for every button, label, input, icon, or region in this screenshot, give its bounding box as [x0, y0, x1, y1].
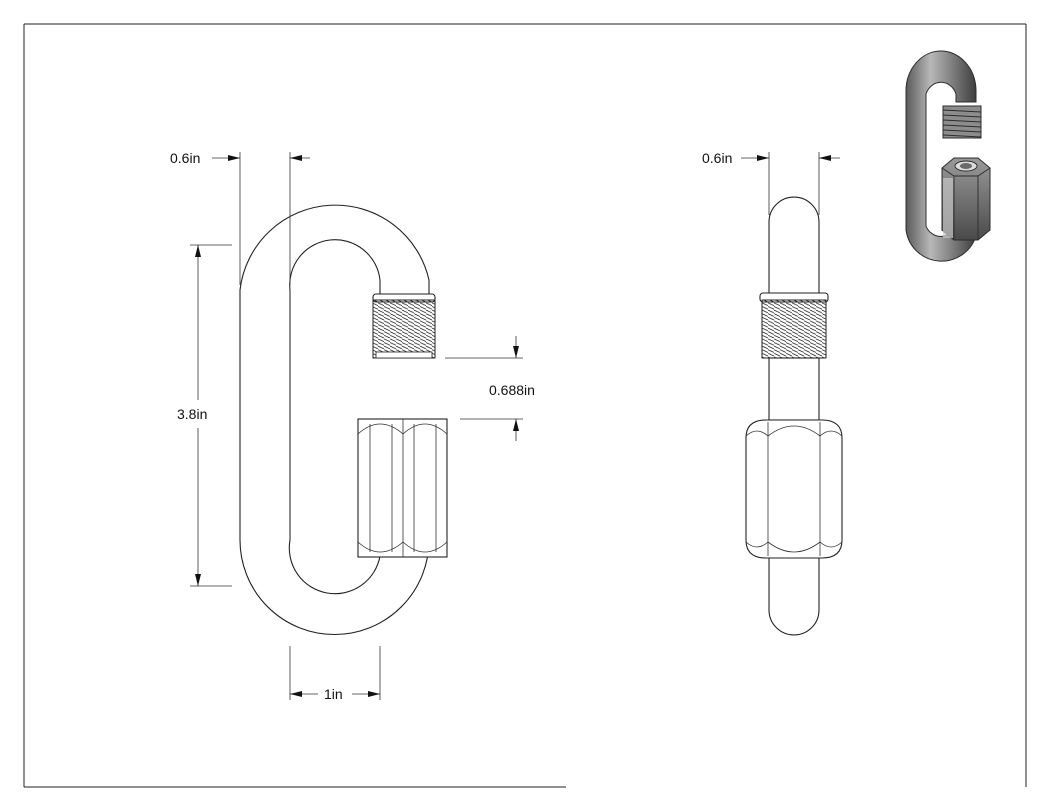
dim-side-width-label: 0.6in [702, 150, 732, 166]
hex-nut-side [745, 419, 843, 559]
dim-overall-height: 3.8in [177, 244, 232, 587]
render-thread [942, 105, 982, 139]
render-hex-nut [941, 157, 991, 241]
link-body-front [239, 204, 430, 635]
dim-front-width: 0.6in [170, 150, 310, 285]
drawing-border [23, 23, 1027, 788]
rod-lower-side [768, 557, 820, 636]
front-view [239, 204, 448, 635]
rod-upper-side [768, 196, 820, 299]
side-view [745, 196, 843, 636]
dim-front-width-label: 0.6in [170, 150, 200, 166]
thread-front [372, 293, 436, 359]
dim-gap-opening-label: 0.688in [489, 382, 535, 398]
dim-inner-width: 1in [289, 646, 381, 702]
isometric-render [905, 50, 991, 262]
dim-gap-opening: 0.688in [445, 336, 535, 441]
render-link-body [905, 50, 977, 262]
dim-side-width: 0.6in [702, 150, 840, 215]
thread-side [759, 292, 829, 359]
dim-overall-height-label: 3.8in [177, 406, 207, 422]
hex-nut-front [357, 418, 448, 558]
dim-inner-width-label: 1in [324, 686, 343, 702]
